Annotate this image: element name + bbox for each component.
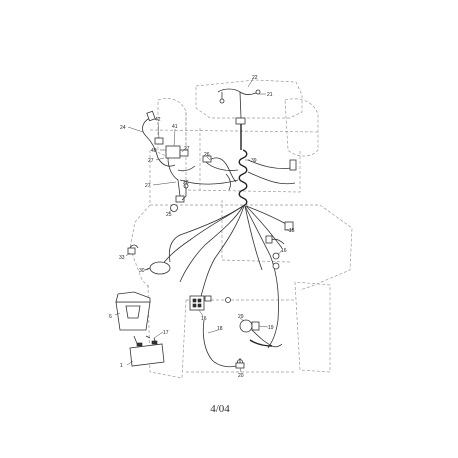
callout-labels: 22 21 24 42 41 40 27 26 39 27 27 28 25 3…	[109, 75, 295, 379]
page-number: 4/04	[210, 403, 230, 415]
callout-15: 15	[289, 228, 295, 234]
callout-1: 1	[120, 363, 123, 369]
ignition-part	[165, 145, 181, 159]
fuse-part	[189, 295, 205, 311]
callout-33: 33	[119, 255, 125, 261]
callout-25: 25	[166, 212, 172, 218]
callout-22: 22	[252, 75, 258, 81]
plug-part	[146, 110, 156, 122]
callout-27b: 27	[148, 158, 154, 164]
main-harness-bundle	[159, 124, 296, 349]
callout-41: 41	[172, 124, 178, 130]
battery-box	[115, 291, 151, 331]
callout-39: 39	[251, 158, 257, 164]
connector-26	[202, 155, 237, 191]
callout-28: 28	[183, 180, 189, 186]
callout-16a: 16	[281, 248, 287, 254]
callout-30: 30	[139, 268, 145, 274]
callout-17: 17	[163, 330, 169, 336]
battery	[129, 335, 165, 367]
fuse-block	[189, 295, 231, 311]
switch-part	[154, 137, 164, 145]
callout-40: 40	[151, 148, 157, 154]
callout-20: 20	[238, 373, 244, 379]
headlight-harness	[217, 88, 261, 125]
connector-part	[235, 117, 246, 125]
tractor-outline	[129, 79, 353, 379]
switch-assembly-part	[239, 319, 253, 333]
callout-16b: 16	[201, 316, 207, 322]
ignition-cluster	[142, 110, 196, 212]
callout-24: 24	[120, 125, 126, 131]
callout-21: 21	[267, 92, 273, 98]
callout-42: 42	[155, 117, 161, 123]
callout-27c: 27	[145, 183, 151, 189]
left-mid-connectors	[127, 244, 171, 275]
callout-19: 19	[268, 325, 274, 331]
callout-18: 18	[217, 326, 223, 332]
callout-leaders	[114, 78, 291, 373]
callout-29: 29	[238, 314, 244, 320]
callout-27a: 27	[184, 146, 190, 152]
solenoid-part	[149, 261, 171, 275]
lamp-part	[170, 204, 178, 212]
callout-6: 6	[109, 314, 112, 320]
callout-26: 26	[204, 152, 210, 158]
right-relay-cluster	[265, 159, 297, 270]
